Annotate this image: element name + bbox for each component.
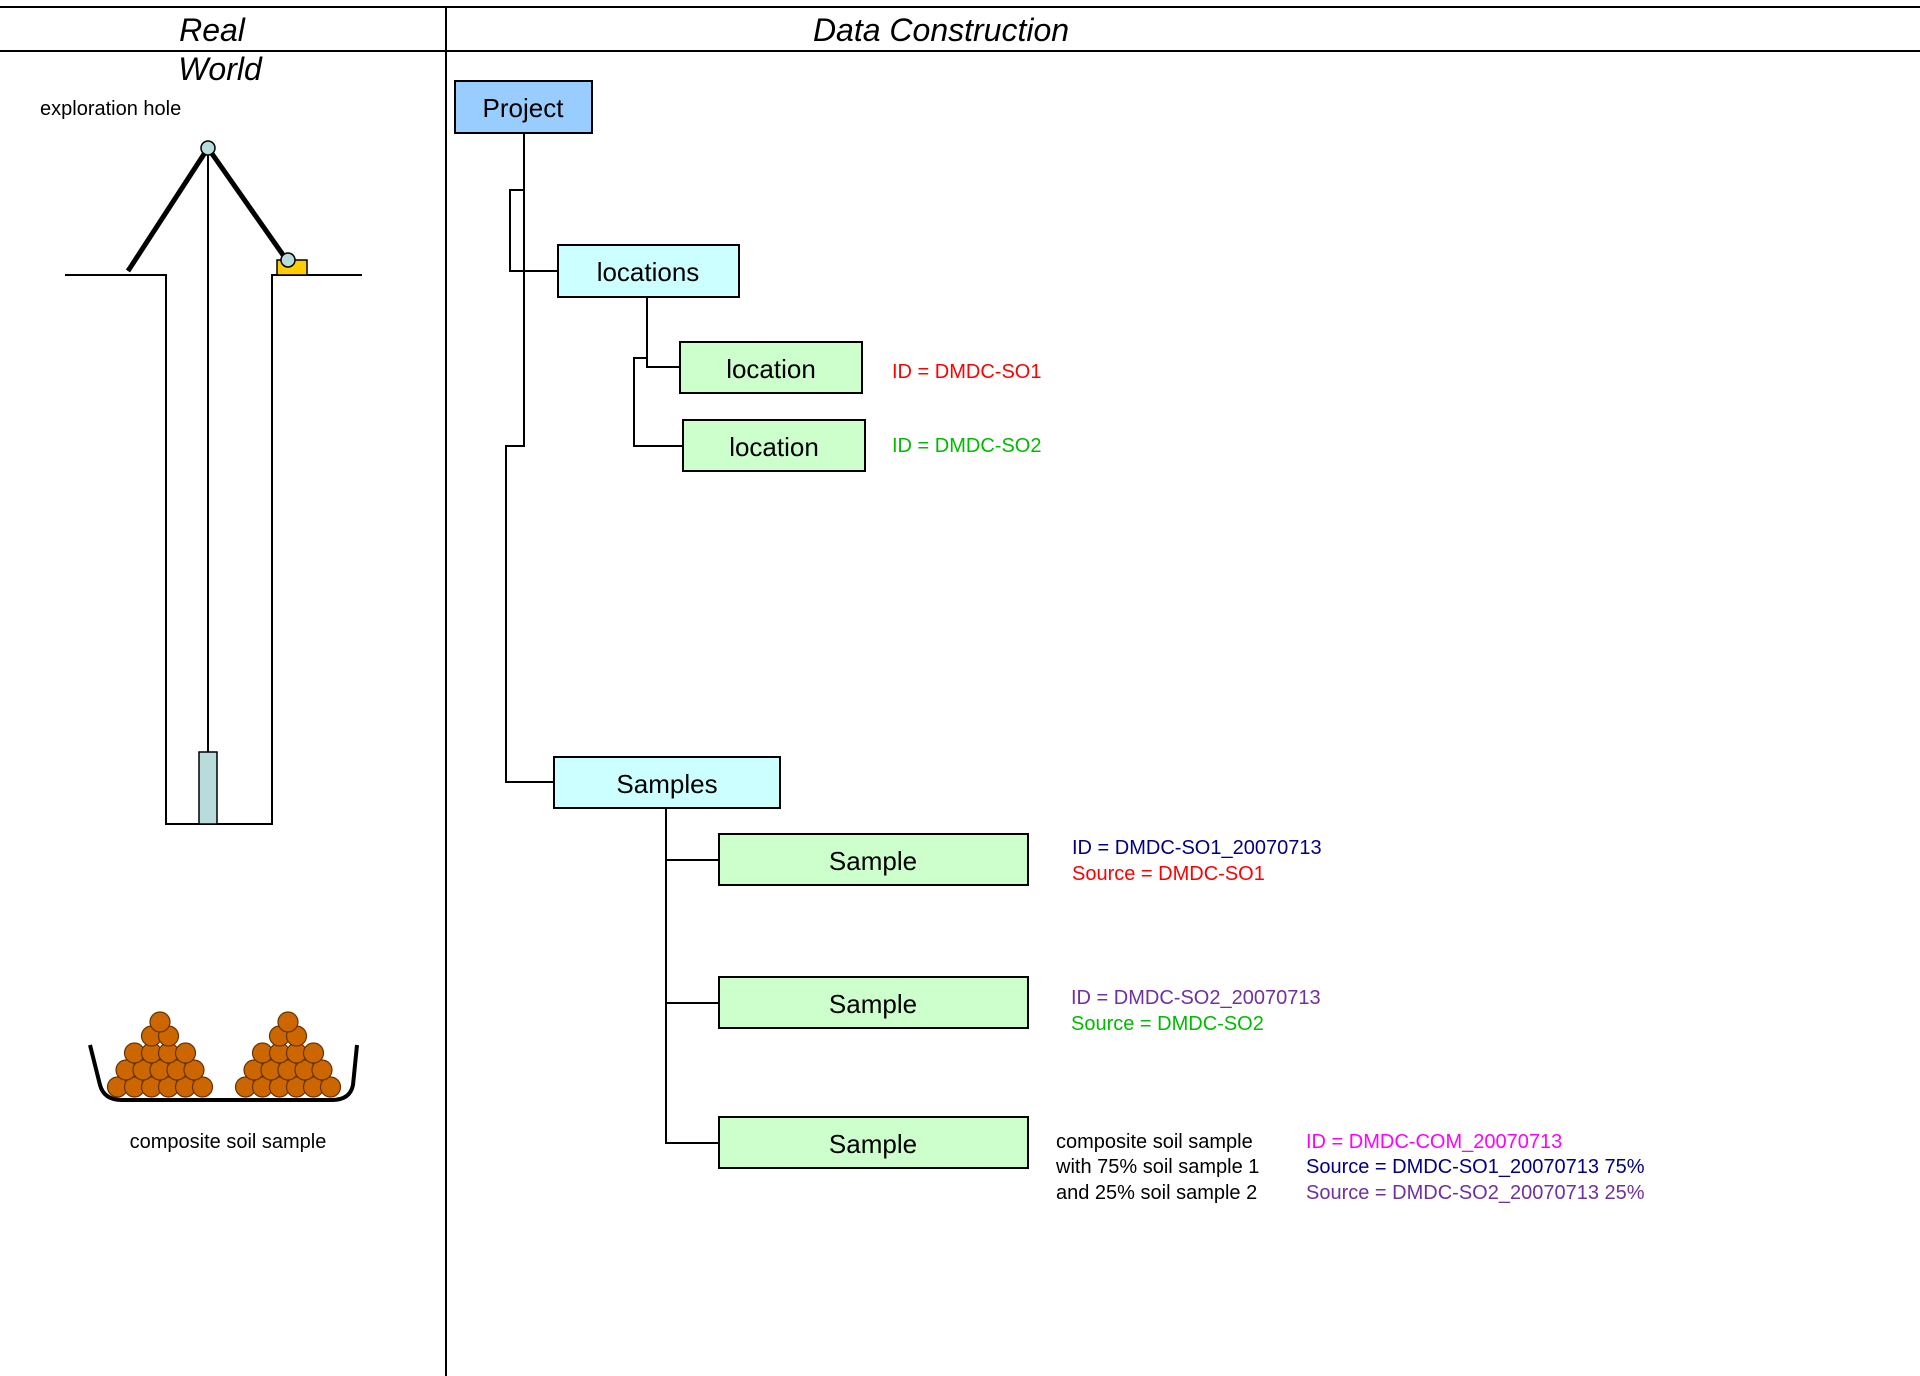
soil-particle <box>183 1059 205 1081</box>
node-sample-2-label: Sample <box>829 989 917 1019</box>
header-real-world-line-2: World <box>178 51 263 87</box>
sampler-probe-icon <box>198 751 218 825</box>
node-sample-3[interactable]: Sample <box>718 1116 1029 1169</box>
node-sample-2[interactable]: Sample <box>718 976 1029 1029</box>
connector-samples-sample-2 <box>665 860 719 1004</box>
node-samples[interactable]: Samples <box>553 756 781 809</box>
node-sample-3-label: Sample <box>829 1129 917 1159</box>
soil-particles <box>106 1011 342 1098</box>
sample-3-description-line-3: and 25% soil sample 2 <box>1056 1182 1257 1204</box>
connector-samples-sample-3 <box>665 1003 719 1144</box>
connector-project-samples <box>505 190 554 783</box>
soil-particle <box>174 1042 197 1064</box>
sample-1-id: ID = DMDC-SO1_20070713 <box>1072 837 1322 859</box>
sample-3-description-line-2: with 75% soil sample 1 <box>1055 1156 1259 1178</box>
tripod-left-leg <box>125 146 211 273</box>
location-2-id: ID = DMDC-SO2 <box>892 435 1041 457</box>
exploration-hole-illustration <box>65 140 362 825</box>
node-sample-1-label: Sample <box>829 846 917 876</box>
node-location-2-label: location <box>729 432 819 462</box>
connector-locations-location-2 <box>633 357 683 447</box>
node-sample-1[interactable]: Sample <box>718 833 1029 886</box>
node-location-2[interactable]: location <box>682 419 866 472</box>
location-1-id: ID = DMDC-SO1 <box>892 361 1041 383</box>
sample-3-source-1: Source = DMDC-SO1_20070713 75% <box>1306 1156 1645 1178</box>
composite-soil-bowl-illustration <box>88 1011 359 1102</box>
exploration-hole-label: exploration hole <box>40 98 181 120</box>
tripod-right-leg <box>205 146 291 264</box>
composite-soil-sample-label: composite soil sample <box>130 1131 327 1153</box>
node-location-1[interactable]: location <box>679 341 863 394</box>
node-project-label: Project <box>483 93 565 123</box>
soil-particle <box>311 1059 333 1081</box>
connector-project-locations <box>509 133 558 272</box>
node-samples-label: Samples <box>616 769 717 799</box>
sample-3-source-2: Source = DMDC-SO2_20070713 25% <box>1306 1182 1645 1204</box>
connector-locations-location-1 <box>646 297 680 368</box>
node-location-1-label: location <box>726 354 816 384</box>
sample-1-source: Source = DMDC-SO1 <box>1072 863 1265 885</box>
node-locations-label: locations <box>597 257 700 287</box>
soil-particle <box>191 1076 214 1098</box>
tripod-pulley-icon <box>200 140 216 156</box>
header-real-world-line-1: Real <box>179 12 246 48</box>
node-project[interactable]: Project <box>454 80 593 134</box>
soil-particle <box>149 1011 171 1033</box>
bowl-outline <box>88 1044 359 1102</box>
winch-pulley-icon <box>280 252 296 268</box>
soil-particle <box>277 1011 299 1033</box>
sample-3-id: ID = DMDC-COM_20070713 <box>1306 1131 1562 1153</box>
soil-particle <box>319 1076 342 1098</box>
header-data-construction: Data Construction <box>813 12 1069 48</box>
sample-2-source: Source = DMDC-SO2 <box>1071 1013 1264 1035</box>
tree-connectors <box>505 133 719 1144</box>
sample-2-id: ID = DMDC-SO2_20070713 <box>1071 987 1321 1009</box>
header-frame <box>0 6 1920 1376</box>
soil-particle <box>302 1042 325 1064</box>
sample-3-description-line-1: composite soil sample <box>1056 1131 1253 1153</box>
connector-samples-sample-1 <box>665 808 719 861</box>
ground-and-hole-outline <box>65 274 362 825</box>
node-locations[interactable]: locations <box>557 244 740 298</box>
